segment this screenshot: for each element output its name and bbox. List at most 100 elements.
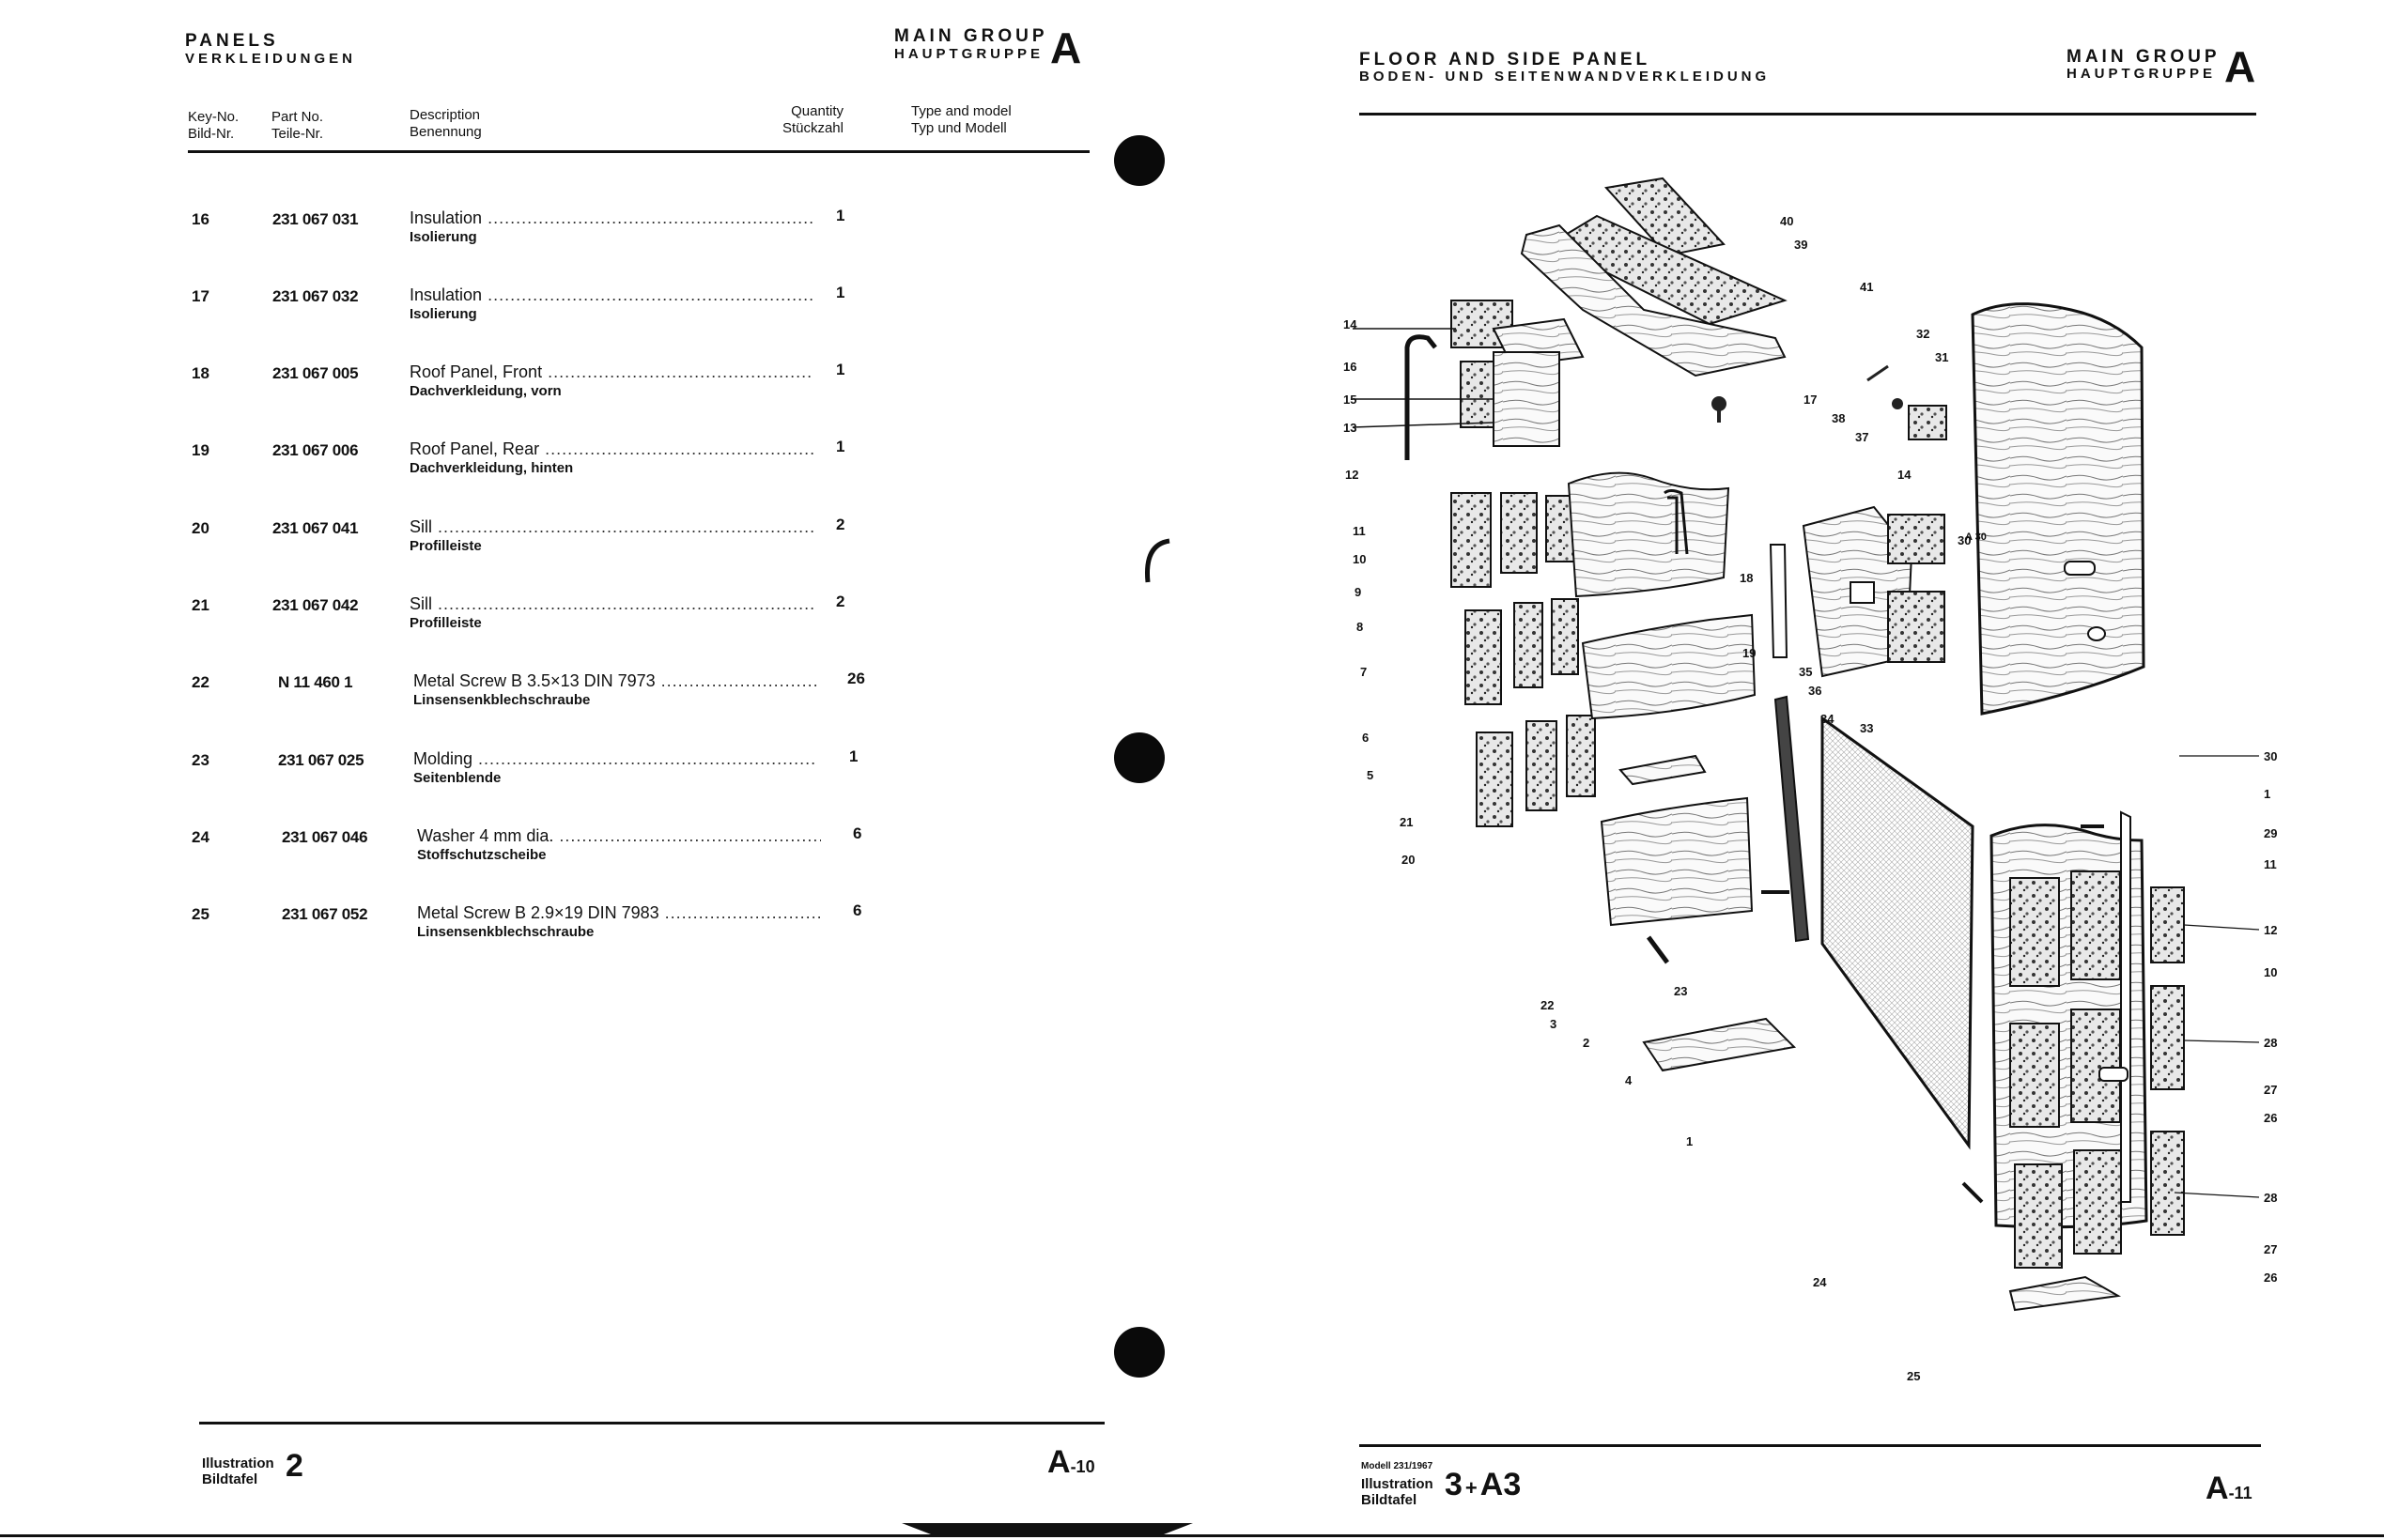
callout: 6 (1362, 731, 1369, 745)
leader-lines (2174, 755, 2260, 1198)
main-group-subtitle: HAUPTGRUPPE (2067, 66, 2217, 82)
footer-rule (199, 1422, 1105, 1424)
bracket (1618, 754, 1707, 786)
callout: 11 (2264, 857, 2277, 871)
col-qty-header: Quantity Stückzahl (782, 103, 844, 136)
main-group-letter: A (1050, 23, 1082, 72)
callout: 33 (1860, 721, 1873, 735)
panel-hole (2087, 626, 2106, 641)
panel-handle (2064, 561, 2096, 576)
callout: 28 (2264, 1191, 2277, 1205)
callout: 14 (1343, 317, 1357, 331)
door-handle (2098, 1067, 2129, 1082)
door-insulation (2009, 870, 2185, 1269)
section-subtitle: VERKLEIDUNGEN (185, 51, 357, 67)
callout: 21 (1400, 815, 1413, 829)
callout: 11 (1353, 524, 1366, 538)
callout: 13 (1343, 421, 1356, 435)
roof-panel-front (1520, 223, 1787, 377)
bracket-small (1850, 581, 1875, 604)
roof-panel-rear (1567, 471, 1730, 598)
screw (1892, 398, 1903, 409)
insulation-pad (1887, 591, 1945, 663)
bar (1769, 544, 1788, 658)
callout: 41 (1860, 280, 1873, 294)
callout: 25 (1907, 1369, 1920, 1383)
callout: 28 (2264, 1036, 2277, 1050)
callout: 9 (1355, 585, 1361, 599)
binder-hole (1114, 1327, 1165, 1378)
main-group-title: MAIN GROUP (894, 26, 1048, 46)
main-group-subtitle: HAUPTGRUPPE (894, 46, 1045, 62)
callout: 19 (1742, 646, 1756, 660)
table-row: 23 231 067 025 Molding Seitenblende 1 (188, 747, 902, 808)
binder-hole (1114, 135, 1165, 186)
callout-labels: 14 16 15 13 12 11 10 9 8 7 6 5 21 20 40 … (1343, 214, 2277, 1383)
insulation-pad (1887, 514, 1945, 564)
callout: 12 (1345, 468, 1358, 482)
callout: 34 (1820, 712, 1834, 726)
callout: 7 (1360, 665, 1367, 679)
insulation-column (1450, 492, 1596, 827)
callout: 8 (1356, 620, 1363, 634)
illustration-number: 3+A3 (1445, 1467, 1522, 1502)
callout: 12 (2264, 923, 2277, 937)
table-row: 20 231 067 041 Sill Profilleiste 2 (188, 516, 902, 576)
callout: 32 (1916, 327, 1929, 341)
col-desc-header: Description Benennung (410, 107, 482, 140)
screw (1866, 364, 1889, 382)
callout: 36 (1808, 684, 1821, 698)
panel-block (1493, 351, 1560, 447)
callout: 37 (1855, 430, 1868, 444)
screw (1961, 1181, 1984, 1204)
scan-edge (0, 1534, 2384, 1537)
callout: 5 (1367, 768, 1373, 782)
molding-strip (1664, 489, 1689, 555)
vertical-strip (1773, 695, 1810, 943)
section-subtitle: BODEN- UND SEITENWANDVERKLEIDUNG (1359, 69, 1771, 85)
callout: 31 (1935, 350, 1948, 364)
door-rail (2120, 810, 2131, 1203)
callout: 10 (2264, 965, 2277, 979)
callout: 27 (2264, 1083, 2277, 1097)
side-panel-upper (1971, 302, 2145, 716)
exploded-diagram: 14 16 15 13 12 11 10 9 8 7 6 5 21 20 40 … (1343, 177, 2277, 1383)
leader (1352, 422, 1494, 428)
section-title: FLOOR AND SIDE PANEL (1359, 50, 1651, 69)
clip (1908, 405, 1947, 440)
scan-edge-shadow (902, 1523, 1193, 1534)
callout: 1 (2264, 787, 2270, 801)
bottom-strip (2008, 1275, 2122, 1312)
callout: A 30 (1965, 531, 1987, 543)
callout: 20 (1401, 853, 1415, 867)
callout: 27 (2264, 1242, 2277, 1256)
table-row: 22 N 11 460 1 Metal Screw B 3.5×13 DIN 7… (188, 670, 902, 730)
section-title: PANELS (185, 31, 279, 51)
page-number: A-10 (1047, 1444, 1095, 1480)
table-row: 17 231 067 032 Insulation Isolierung 1 (188, 284, 902, 344)
callout: 10 (1353, 552, 1366, 566)
callout: 16 (1343, 360, 1356, 374)
screw (1646, 935, 1670, 964)
callout: 30 (1958, 533, 1971, 547)
header-rule (1359, 113, 2256, 116)
callout: 14 (1897, 468, 1912, 482)
callout: 4 (1625, 1073, 1633, 1087)
illustration-number: 2 (286, 1448, 303, 1484)
page-number: A-11 (2206, 1471, 2252, 1506)
callout: 24 (1813, 1275, 1827, 1289)
callout: 29 (2264, 826, 2277, 840)
binder-hole (1114, 732, 1165, 783)
callout: 38 (1832, 411, 1845, 425)
callout: 35 (1799, 665, 1812, 679)
scan-mark (1144, 538, 1170, 583)
callout: 30 (2264, 749, 2277, 763)
callout: 40 (1780, 214, 1793, 228)
rod (1404, 334, 1437, 460)
callout: 2 (1583, 1036, 1589, 1050)
callout: 17 (1803, 393, 1817, 407)
callout: 3 (1550, 1017, 1556, 1031)
col-part-header: Part No. Teile-Nr. (271, 109, 324, 142)
insulation-pad (1604, 177, 1726, 257)
callout: 22 (1540, 998, 1554, 1012)
